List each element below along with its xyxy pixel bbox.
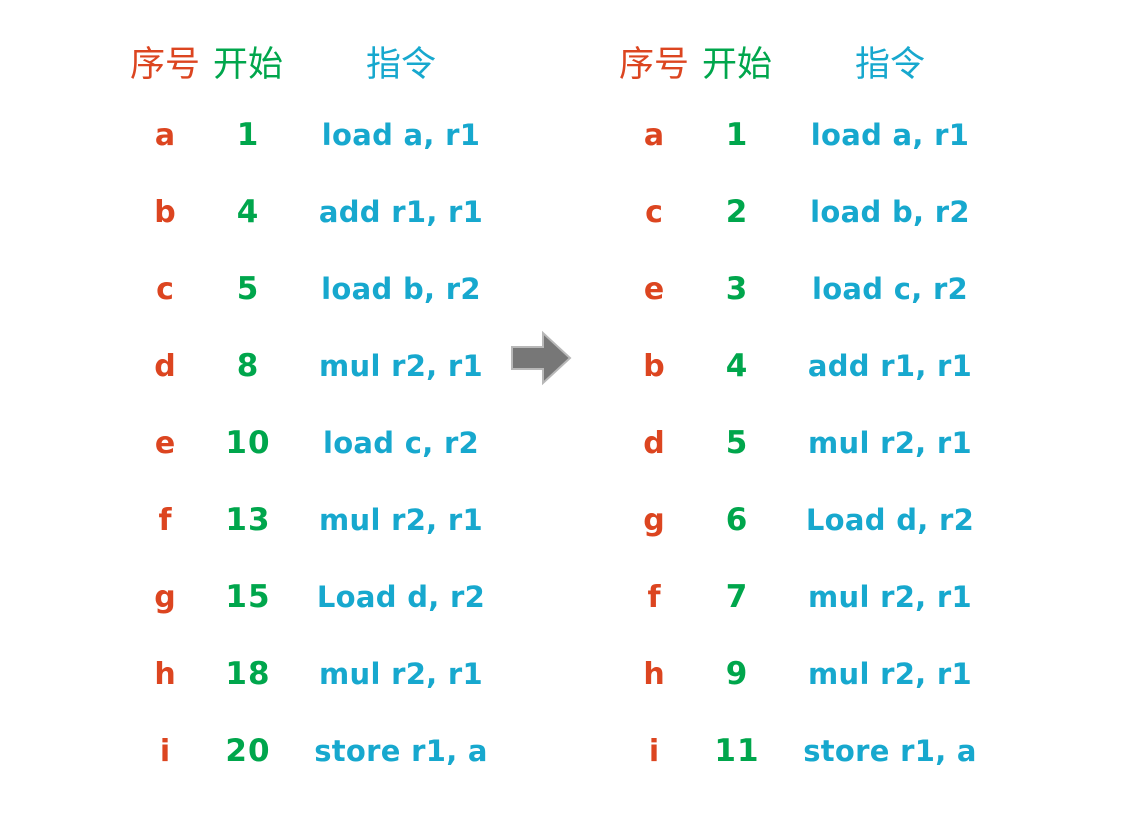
cell-sequence: i: [648, 734, 660, 769]
column-header-start: 开始: [701, 45, 772, 85]
cell-start: 11: [714, 733, 760, 769]
instruction-table-before: 序号 开始 指令 a 1 load a, r1 b 4 add r1, r1 c…: [128, 48, 508, 813]
cell-sequence: g: [154, 580, 176, 615]
cell-start: 13: [225, 502, 271, 538]
cell-instruction: load a, r1: [321, 118, 481, 152]
cell-sequence: a: [154, 118, 176, 153]
column-header-start: 开始: [212, 45, 283, 85]
cell-start: 1: [236, 117, 260, 153]
cell-instruction: load a, r1: [810, 118, 970, 152]
cell-sequence: b: [643, 349, 665, 384]
cell-sequence: b: [154, 195, 176, 230]
column-header-instruction: 指令: [854, 45, 925, 85]
table-row: d 8 mul r2, r1: [128, 351, 508, 428]
cell-start: 5: [725, 425, 749, 461]
cell-sequence: e: [154, 426, 176, 461]
cell-instruction: Load d, r2: [805, 503, 975, 537]
cell-instruction: mul r2, r1: [808, 657, 972, 691]
cell-sequence: d: [643, 426, 665, 461]
cell-instruction: mul r2, r1: [319, 657, 483, 691]
cell-instruction: store r1, a: [803, 734, 977, 768]
table-row: g 6 Load d, r2: [617, 505, 997, 582]
column-header-sequence: 序号: [129, 45, 200, 85]
cell-start: 4: [725, 348, 749, 384]
cell-start: 7: [725, 579, 749, 615]
table-row: h 18 mul r2, r1: [128, 659, 508, 736]
table-row: i 11 store r1, a: [617, 736, 997, 813]
cell-instruction: load c, r2: [811, 272, 969, 306]
column-header-instruction: 指令: [365, 45, 436, 85]
cell-instruction: mul r2, r1: [808, 580, 972, 614]
cell-instruction: load c, r2: [322, 426, 480, 460]
cell-start: 5: [236, 271, 260, 307]
table-row: c 2 load b, r2: [617, 197, 997, 274]
table-row: e 10 load c, r2: [128, 428, 508, 505]
cell-start: 20: [225, 733, 271, 769]
cell-start: 2: [725, 194, 749, 230]
cell-sequence: i: [159, 734, 171, 769]
table-header-row: 序号 开始 指令: [617, 48, 997, 120]
cell-start: 15: [225, 579, 271, 615]
cell-sequence: a: [643, 118, 665, 153]
cell-start: 3: [725, 271, 749, 307]
table-header-row: 序号 开始 指令: [128, 48, 508, 120]
cell-sequence: h: [154, 657, 176, 692]
cell-sequence: f: [158, 503, 172, 538]
cell-instruction: load b, r2: [321, 272, 481, 306]
cell-sequence: g: [643, 503, 665, 538]
cell-instruction: add r1, r1: [318, 195, 484, 229]
table-row: a 1 load a, r1: [128, 120, 508, 197]
cell-start: 10: [225, 425, 271, 461]
table-row: a 1 load a, r1: [617, 120, 997, 197]
table-row: i 20 store r1, a: [128, 736, 508, 813]
cell-sequence: c: [645, 195, 663, 230]
cell-start: 8: [236, 348, 260, 384]
table-row: c 5 load b, r2: [128, 274, 508, 351]
cell-start: 6: [725, 502, 749, 538]
instruction-table-after: 序号 开始 指令 a 1 load a, r1 c 2 load b, r2 e…: [617, 48, 997, 813]
table-row: f 7 mul r2, r1: [617, 582, 997, 659]
table-row: g 15 Load d, r2: [128, 582, 508, 659]
cell-instruction: mul r2, r1: [808, 426, 972, 460]
cell-sequence: h: [643, 657, 665, 692]
cell-instruction: add r1, r1: [807, 349, 973, 383]
column-header-sequence: 序号: [618, 45, 689, 85]
cell-instruction: mul r2, r1: [319, 349, 483, 383]
cell-start: 4: [236, 194, 260, 230]
table-row: b 4 add r1, r1: [128, 197, 508, 274]
cell-sequence: e: [643, 272, 665, 307]
table-row: f 13 mul r2, r1: [128, 505, 508, 582]
cell-sequence: d: [154, 349, 176, 384]
cell-sequence: c: [156, 272, 174, 307]
cell-start: 18: [225, 656, 271, 692]
table-row: b 4 add r1, r1: [617, 351, 997, 428]
table-row: h 9 mul r2, r1: [617, 659, 997, 736]
cell-instruction: mul r2, r1: [319, 503, 483, 537]
cell-instruction: load b, r2: [810, 195, 970, 229]
cell-sequence: f: [647, 580, 661, 615]
table-row: d 5 mul r2, r1: [617, 428, 997, 505]
cell-start: 9: [725, 656, 749, 692]
arrow-right-icon: [510, 330, 572, 386]
table-row: e 3 load c, r2: [617, 274, 997, 351]
cell-instruction: Load d, r2: [316, 580, 486, 614]
cell-start: 1: [725, 117, 749, 153]
cell-instruction: store r1, a: [314, 734, 488, 768]
